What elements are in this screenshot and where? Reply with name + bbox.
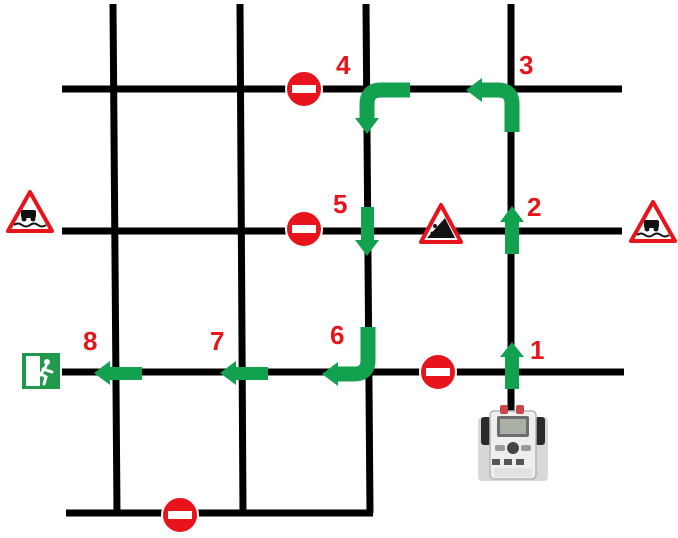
no-entry-icon (161, 496, 199, 534)
arrow-turn-down-4 (355, 82, 410, 134)
quay-warning-icon (6, 190, 54, 233)
arrow-up-1 (500, 342, 524, 389)
road-vertical-1 (109, 3, 121, 514)
emergency-exit-icon (22, 353, 60, 389)
step-number-3: 3 (519, 50, 533, 80)
quay-warning-icon (629, 200, 677, 243)
no-entry-icon (419, 353, 457, 391)
step-number-5: 5 (333, 189, 347, 219)
arrow-turn-left-6 (322, 327, 376, 386)
no-entry-icon (285, 70, 323, 108)
step-number-2: 2 (527, 192, 541, 222)
no-entry-icon (285, 210, 323, 248)
step-number-6: 6 (330, 320, 344, 350)
step-number-1: 1 (530, 335, 544, 365)
route-arrows (94, 78, 524, 389)
robot-icon (478, 405, 548, 481)
arrow-left-8 (94, 361, 142, 385)
arrow-up-2 (500, 206, 524, 254)
step-number-7: 7 (210, 326, 224, 356)
step-number-4: 4 (336, 50, 351, 80)
arrow-turn-left-3 (466, 78, 520, 132)
step-number-8: 8 (83, 326, 97, 356)
arrow-down-5 (355, 207, 379, 256)
road-vertical-3 (362, 3, 374, 514)
falling-rocks-icon (419, 203, 463, 244)
route-step-numbers: 1 2 3 4 5 6 7 8 (83, 50, 544, 365)
arrow-left-7 (220, 361, 268, 385)
road-vertical-2 (236, 3, 247, 514)
